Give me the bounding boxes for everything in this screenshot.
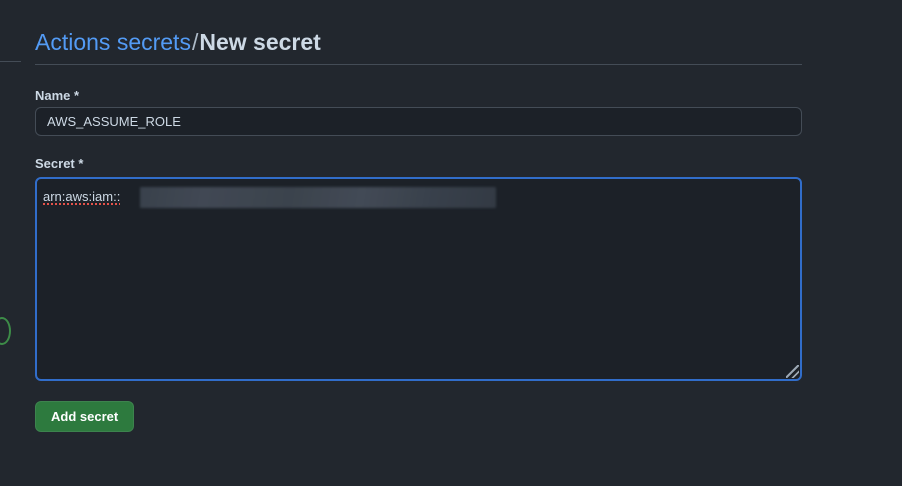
name-field-label: Name * — [35, 88, 80, 103]
secret-field-label: Secret * — [35, 156, 84, 171]
heading-divider — [35, 64, 802, 65]
status-circle-partial-icon — [0, 317, 11, 345]
breadcrumb-separator: / — [191, 29, 199, 55]
breadcrumb: Actions secrets/New secret — [35, 27, 321, 57]
page-title: New secret — [199, 29, 321, 55]
secret-value-textarea[interactable]: arn:aws:iam:: — [35, 177, 802, 381]
left-gutter-divider — [0, 61, 21, 62]
add-secret-button[interactable]: Add secret — [35, 401, 135, 432]
secret-name-input[interactable] — [35, 107, 802, 136]
secret-value-text: arn:aws:iam:: — [43, 189, 121, 204]
breadcrumb-link-actions-secrets[interactable]: Actions secrets — [35, 29, 191, 55]
resize-grip-icon[interactable] — [786, 365, 799, 378]
secret-value-redaction — [140, 187, 496, 208]
